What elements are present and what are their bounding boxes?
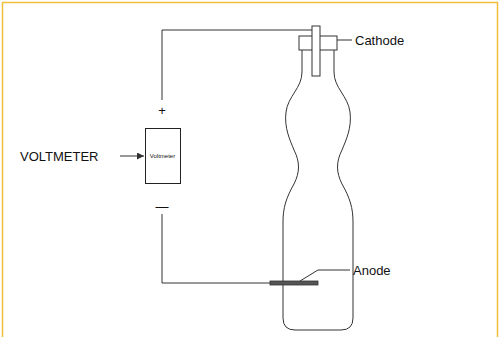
meter-label: Voltmeter xyxy=(150,153,175,159)
polarity-sign: + xyxy=(158,104,166,117)
pointer-arrow xyxy=(120,156,144,157)
anode-wire xyxy=(162,214,270,283)
part-label: Cathode xyxy=(355,34,404,47)
cathode-wire xyxy=(162,30,312,100)
cathode-electrode xyxy=(312,26,320,76)
leader-line xyxy=(300,270,350,281)
part-label: Anode xyxy=(353,264,391,277)
frame-border xyxy=(3,3,498,337)
part-label: VOLTMETER xyxy=(20,150,99,163)
bottle-outline xyxy=(283,48,353,330)
anode-plate xyxy=(270,281,318,285)
leader-line xyxy=(337,40,352,41)
meter-box: Voltmeter xyxy=(145,128,181,184)
polarity-sign: — xyxy=(156,200,169,213)
